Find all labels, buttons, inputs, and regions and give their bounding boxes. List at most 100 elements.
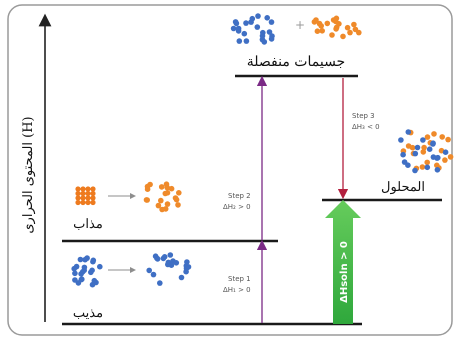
solvent-particle (81, 264, 88, 271)
solute-particle (155, 202, 162, 209)
solvent-particle (146, 267, 152, 274)
solvent-particle (77, 256, 84, 263)
solute-particle (434, 162, 440, 169)
solute-particle (319, 28, 326, 34)
solute-particle (164, 190, 171, 196)
solute-particle (439, 134, 446, 140)
solvent-particle (183, 268, 189, 275)
solvent-particle (249, 15, 256, 22)
solvent-particle (442, 149, 449, 155)
solvent-particle (157, 280, 163, 286)
step2-title: Step 2 (228, 192, 251, 200)
solvent-particle (255, 13, 261, 19)
solute-particle (80, 199, 86, 206)
solvent-particle (412, 150, 419, 157)
solute-particle (85, 190, 91, 197)
solvent-particle (434, 155, 440, 161)
solute-particle (80, 186, 86, 192)
solute-particle (90, 195, 96, 201)
solute-particle (424, 134, 431, 140)
solute-particle (159, 206, 165, 213)
solute-particle (442, 157, 448, 163)
solvent-dispersed-cluster (146, 252, 192, 286)
solute-particle (90, 199, 96, 206)
solvent-particle (266, 29, 273, 35)
solute-particle (158, 184, 165, 190)
solute-particle (333, 15, 340, 22)
solvent-particle (264, 14, 271, 21)
solvent-particle (243, 38, 250, 44)
step3-equation: ΔH₃ < 0 (352, 123, 380, 131)
step1-title: Step 1 (228, 275, 251, 283)
solute-particle (313, 17, 319, 23)
delta-h-soln-arrow (325, 200, 361, 324)
plus-sign: + (295, 18, 305, 32)
solvent-particle (233, 20, 240, 27)
solute-particle (340, 33, 346, 40)
solvent-particle (90, 257, 97, 264)
solvent-particle (430, 140, 436, 146)
solvent-particle (71, 265, 77, 272)
separated-particles-label: جسيمات منفصلة (247, 54, 345, 70)
solute-dispersed-cluster (143, 181, 182, 213)
solvent-particle (82, 256, 88, 263)
solute-block-cluster (75, 186, 96, 206)
solvent-particle (161, 253, 168, 260)
solute-label: مذاب (73, 217, 103, 232)
solvent-particle (401, 159, 408, 165)
solute-particle (144, 186, 151, 192)
solvent-particle (185, 264, 192, 270)
solute-particle (168, 185, 175, 192)
solute-particle (80, 190, 86, 197)
solvent-particle (414, 144, 421, 151)
solute-particle (85, 195, 91, 201)
solvent-particle (241, 30, 248, 37)
solvent-particle (420, 137, 426, 143)
solute-particle (75, 199, 81, 206)
solvent-particle (261, 39, 268, 45)
solvent-particle (230, 25, 237, 32)
solvent-particle (79, 276, 85, 283)
delta-h-soln-label: ΔHsoln > 0 (339, 241, 350, 303)
solvent-particle (434, 167, 441, 173)
solvent-particle (236, 38, 243, 44)
solvent-label: مذيب (73, 306, 103, 321)
solute-particle (424, 159, 431, 166)
solute-particle (75, 195, 81, 201)
solute-particle (80, 195, 86, 201)
solute-particle (164, 201, 171, 207)
solute-particle (85, 186, 91, 192)
solvent-particle (424, 164, 431, 171)
solute-particle (90, 186, 96, 192)
solute-particle (405, 143, 412, 149)
solvent-particle (165, 261, 171, 268)
solvent-particle (167, 252, 174, 258)
solute-particle (356, 29, 362, 36)
solute-particle (175, 202, 181, 208)
solvent-particle (178, 274, 185, 281)
solvent-particle (398, 137, 404, 143)
separated-solute-cluster (311, 15, 362, 40)
solute-particle (421, 144, 427, 151)
solvent-particle (173, 260, 180, 266)
solute-particle (347, 29, 353, 36)
solute-particle (314, 28, 321, 34)
solvent-particle (243, 20, 249, 26)
solution-label: المحلول (381, 180, 425, 195)
solvent-clump-cluster (71, 255, 103, 288)
axis-label: المحتوى الحرارى (H) (21, 116, 36, 233)
solute-particle (420, 149, 427, 155)
solute-particle (344, 24, 351, 31)
solvent-particle (268, 19, 275, 25)
solvent-particle (254, 24, 261, 30)
solute-particle (445, 136, 451, 143)
step2-equation: ΔH₂ > 0 (223, 203, 251, 211)
solute-particle (447, 154, 454, 160)
solute-particle (163, 181, 170, 187)
solute-particle (144, 197, 150, 203)
solvent-particle (412, 167, 418, 174)
solvent-particle (235, 25, 242, 32)
solute-particle (351, 21, 357, 28)
solvent-particle (88, 269, 94, 276)
solute-particle (176, 190, 182, 196)
